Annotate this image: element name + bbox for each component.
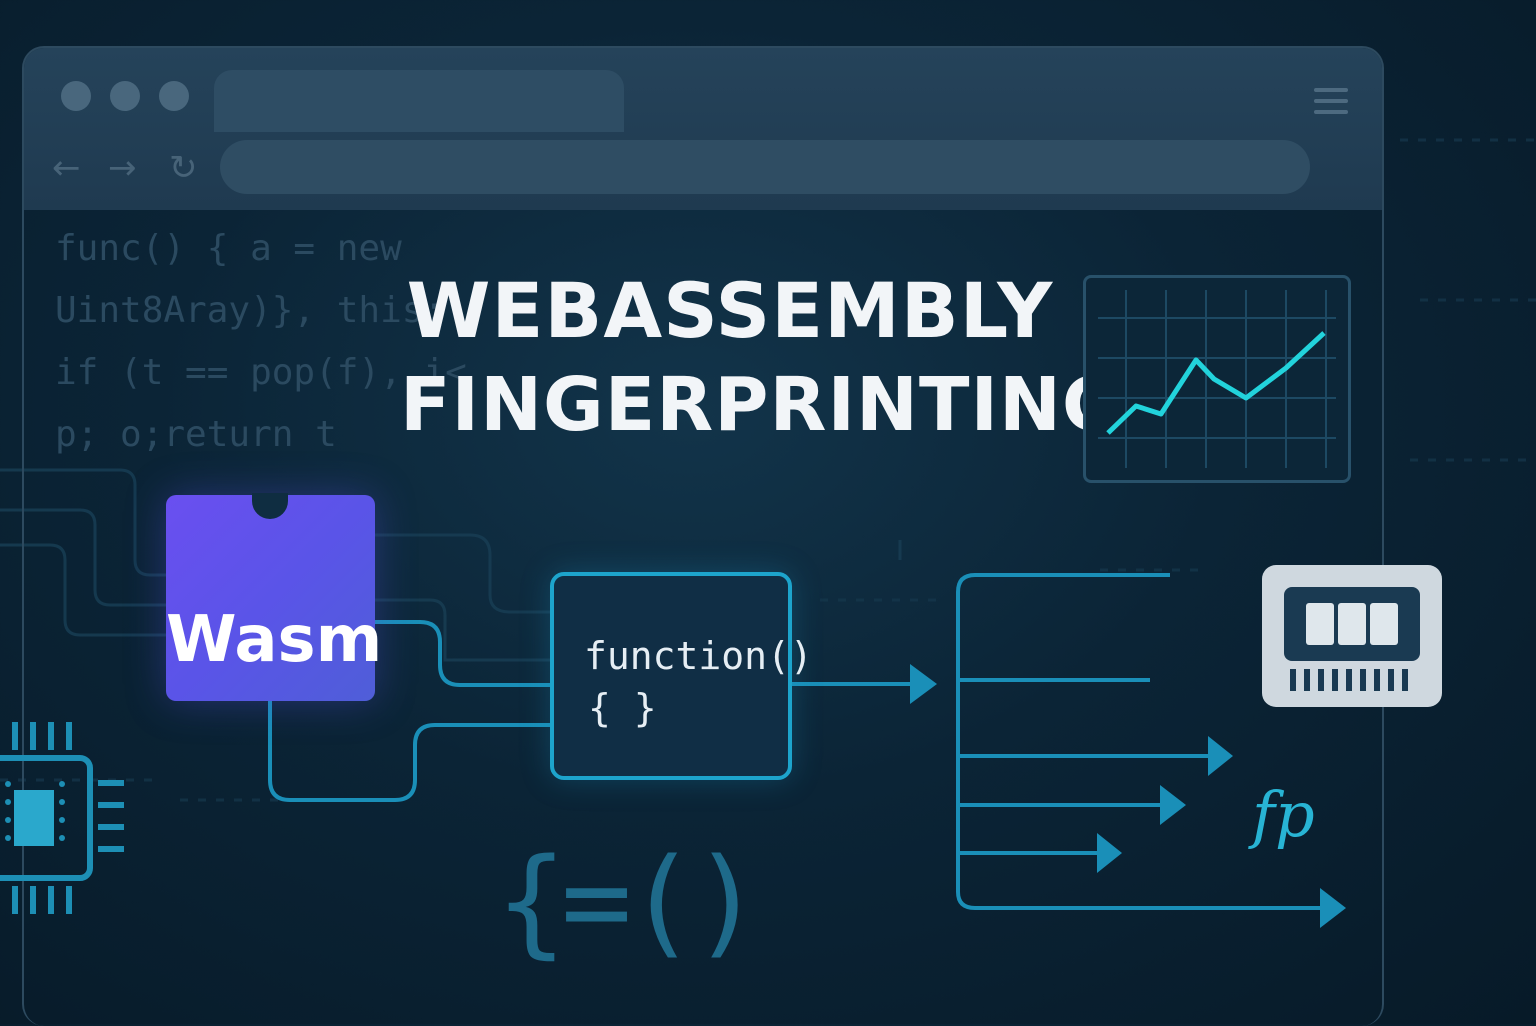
window-control-dot[interactable]	[110, 81, 140, 111]
memory-module-icon	[1262, 565, 1442, 707]
title-line-2: FINGERPRINTING	[400, 362, 1124, 448]
function-body: { }	[588, 686, 657, 730]
fingerprint-label: fp	[1252, 778, 1315, 851]
chip-icon	[0, 722, 124, 914]
background-code-line: if (t == pop(f), i<	[55, 352, 467, 393]
background-code-line: p; o;return t	[55, 414, 337, 455]
wasm-module-block: Wasm	[166, 493, 383, 701]
line-chart-icon	[1083, 275, 1351, 483]
background-code-line: func() { a = new	[55, 228, 402, 269]
function-block: function() { }	[550, 572, 813, 780]
function-signature: function()	[584, 634, 813, 678]
code-symbol: {=()	[496, 832, 762, 970]
forward-arrow-icon[interactable]: →	[108, 148, 137, 188]
back-arrow-icon[interactable]: ←	[52, 148, 81, 188]
wasm-label: Wasm	[166, 603, 383, 677]
window-control-dot[interactable]	[159, 81, 189, 111]
background-code-line: Uint8Aray)}, this;	[55, 290, 446, 331]
address-bar[interactable]	[220, 140, 1310, 194]
window-control-dot[interactable]	[61, 81, 91, 111]
hamburger-menu-icon[interactable]	[1314, 88, 1348, 121]
reload-icon[interactable]: ↻	[169, 148, 198, 188]
title-line-1: WEBASSEMBLY	[406, 266, 1054, 355]
browser-tab[interactable]	[214, 70, 624, 132]
browser-window: ← → ↻	[22, 46, 1384, 1026]
browser-toolbar: ← → ↻	[24, 48, 1382, 210]
